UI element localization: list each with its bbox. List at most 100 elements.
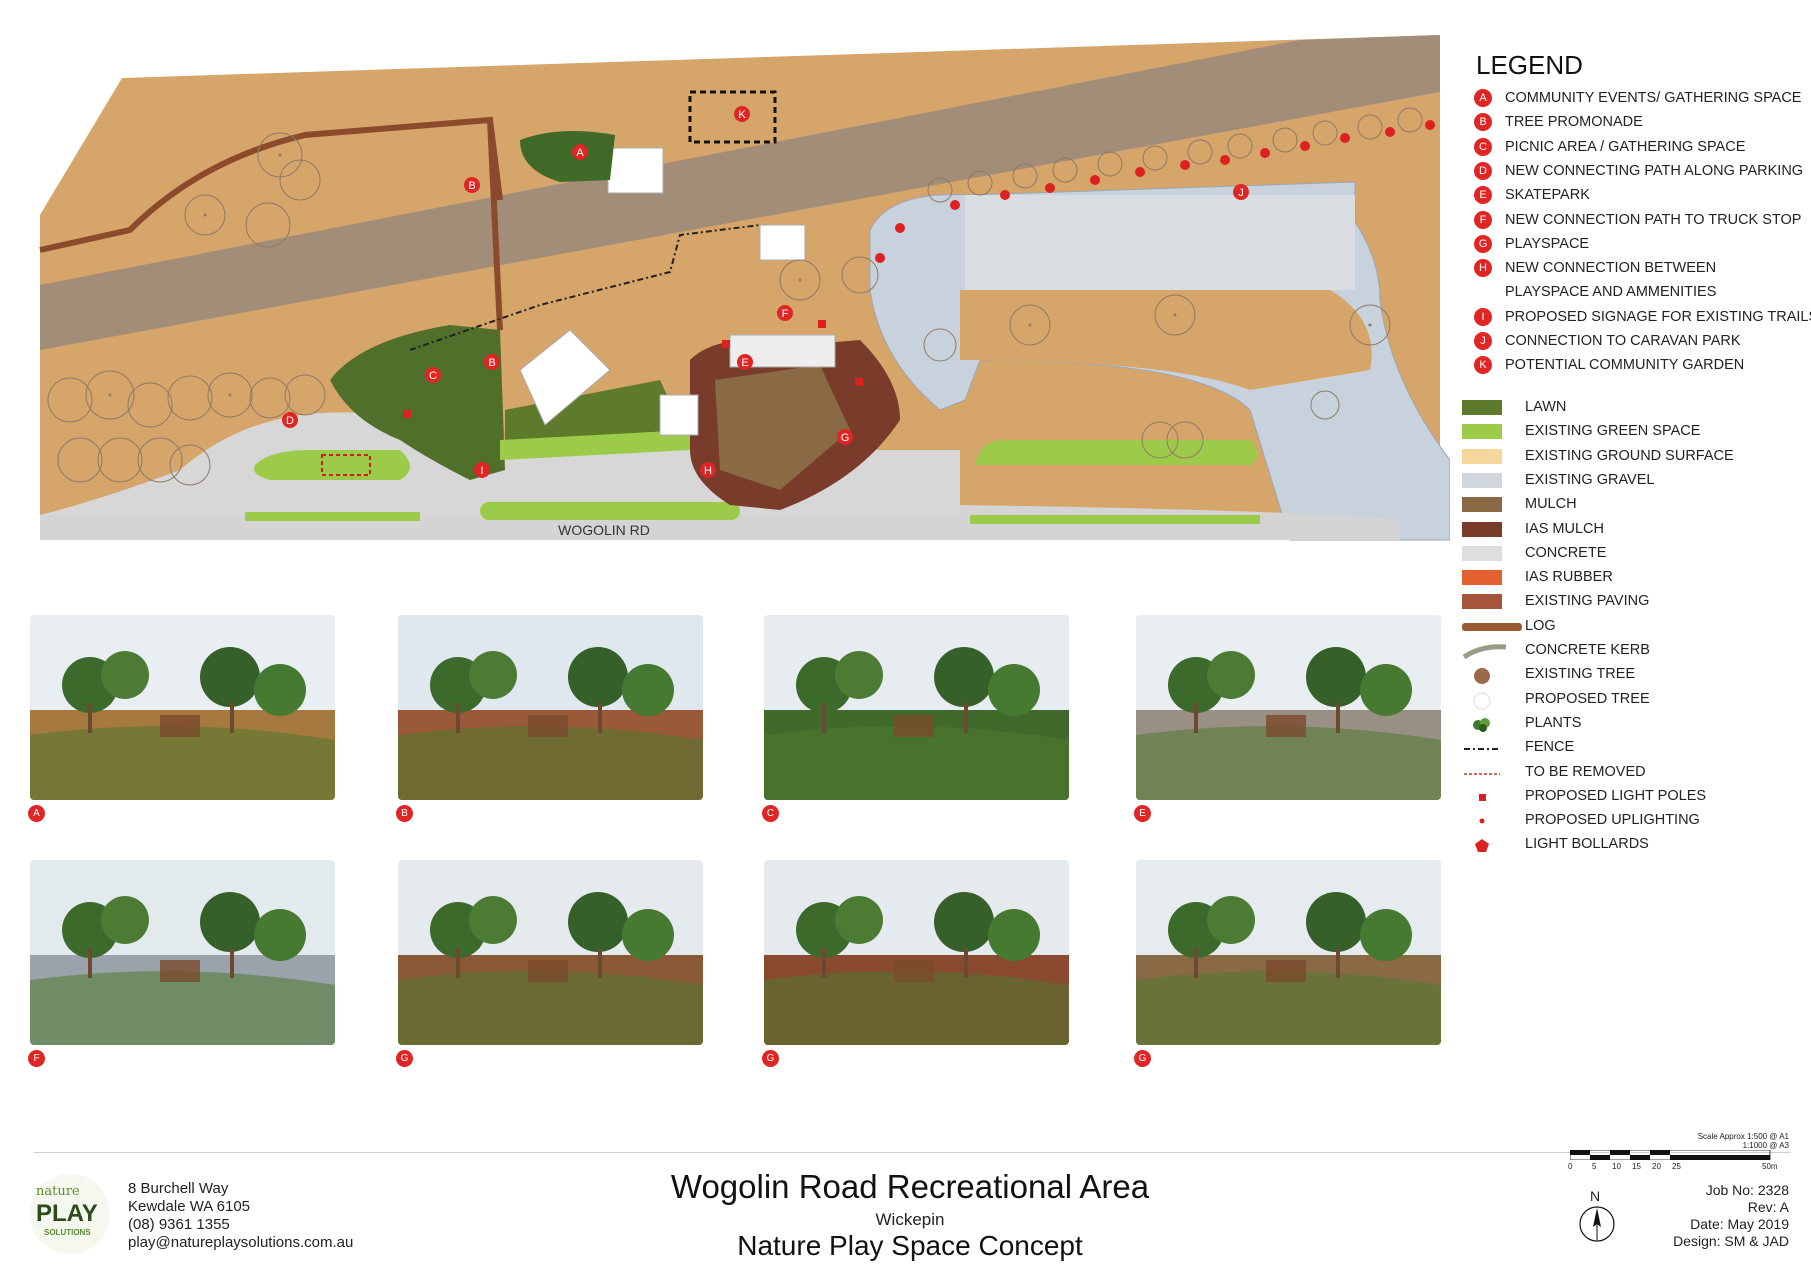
- render-g-image: [1136, 860, 1441, 1045]
- plants-icon: [1462, 716, 1502, 732]
- scale-tick-10: 10: [1612, 1162, 1621, 1171]
- legend-item-label: PROPOSED SIGNAGE FOR EXISTING TRAILS: [1505, 308, 1811, 325]
- legend-item-label: PLAYSPACE AND AMMENITIES: [1505, 284, 1717, 301]
- material-swatch: [1462, 570, 1502, 586]
- render-g-image: [398, 860, 703, 1045]
- material-label: MULCH: [1525, 496, 1577, 513]
- legend-marker-j: J: [1474, 332, 1492, 350]
- material-swatch: [1462, 545, 1502, 561]
- plan-marker-b2: B: [488, 357, 495, 369]
- legend-marker-e: E: [1474, 186, 1492, 205]
- render-b-image: [398, 615, 703, 800]
- legend-marker-k: K: [1474, 356, 1492, 375]
- existing-tree-icon: [1462, 667, 1502, 685]
- plan-marker-b: B: [468, 180, 475, 192]
- nature-play-logo: nature PLAY SOLUTIONS: [30, 1174, 110, 1254]
- material-swatch: [1462, 424, 1502, 440]
- material-label: IAS RUBBER: [1525, 569, 1613, 586]
- removed-line-icon: [1462, 765, 1502, 780]
- material-label: EXISTING TREE: [1525, 666, 1636, 683]
- designers: Design: SM & JAD: [1673, 1233, 1789, 1249]
- legend-item-label: NEW CONNECTION BETWEEN: [1505, 260, 1717, 277]
- legend-item-label: COMMUNITY EVENTS/ GATHERING SPACE: [1505, 90, 1802, 106]
- scale-note-a1: Scale Approx 1:500 @ A1: [1697, 1132, 1789, 1141]
- plan-marker-c: C: [429, 370, 437, 382]
- issue-date: Date: May 2019: [1690, 1216, 1789, 1232]
- address-email: play@natureplaysolutions.com.au: [128, 1234, 354, 1251]
- legend-marker-a: A: [1474, 89, 1492, 107]
- address-street: 8 Burchell Way: [128, 1180, 229, 1197]
- project-title: Wogolin Road Recreational Area: [670, 1168, 1150, 1205]
- material-label: EXISTING GREEN SPACE: [1525, 423, 1701, 440]
- material-swatch: [1462, 521, 1502, 537]
- material-label: IAS MULCH: [1525, 520, 1604, 537]
- kerb-swatch-icon: [1462, 643, 1507, 660]
- legend-item-label: TREE PROMONADE: [1505, 114, 1643, 131]
- material-label: PROPOSED UPLIGHTING: [1525, 812, 1700, 829]
- render-c-image: [764, 615, 1069, 800]
- legend-marker-h: H: [1474, 259, 1492, 278]
- scale-bar: [1570, 1150, 1771, 1160]
- site-plan: A B B C D E F G H I J K WOGOLIN RD: [39, 35, 1450, 541]
- legend-item-label: NEW CONNECTION PATH TO TRUCK STOP: [1505, 211, 1802, 228]
- job-number: Job No: 2328: [1705, 1182, 1789, 1198]
- legend-item-label: POTENTIAL COMMUNITY GARDEN: [1505, 357, 1745, 374]
- material-label: TO BE REMOVED: [1525, 763, 1646, 780]
- plan-marker-k: K: [738, 109, 746, 121]
- material-swatch: [1462, 400, 1502, 415]
- material-label: PROPOSED TREE: [1525, 690, 1650, 707]
- scale-tick-0: 0: [1568, 1162, 1573, 1171]
- uplighting-icon: [1462, 813, 1502, 828]
- address-suburb: Kewdale WA 6105: [128, 1198, 251, 1215]
- legend-marker-i: I: [1474, 307, 1492, 326]
- render-g-image: [764, 860, 1069, 1045]
- road-label: WOGOLIN RD: [558, 522, 650, 538]
- material-label: EXISTING GRAVEL: [1525, 471, 1655, 488]
- plan-marker-i: I: [480, 465, 483, 477]
- legend-marker-g: G: [1474, 234, 1492, 253]
- render-tag-a: A: [28, 805, 45, 822]
- render-a-image: [30, 615, 335, 800]
- material-label: LAWN: [1525, 399, 1567, 415]
- material-label: CONCRETE: [1525, 544, 1607, 561]
- plan-marker-d: D: [286, 415, 294, 427]
- scale-note-a3: 1:1000 @ A3: [1742, 1141, 1789, 1150]
- revision: Rev: A: [1747, 1199, 1789, 1215]
- scale-tick-15: 15: [1632, 1162, 1641, 1171]
- render-f-image: [30, 860, 335, 1045]
- material-label: LOG: [1525, 617, 1556, 634]
- material-label: LIGHT BOLLARDS: [1525, 836, 1649, 853]
- legend-marker-d: D: [1474, 161, 1492, 180]
- footer-divider: [34, 1152, 1791, 1153]
- legend-item-label: PLAYSPACE: [1505, 235, 1590, 252]
- render-tag-g: G: [762, 1050, 779, 1067]
- scale-tick-20: 20: [1652, 1162, 1661, 1171]
- render-tag-e: E: [1134, 805, 1151, 822]
- render-tag-f: F: [28, 1050, 45, 1067]
- render-e-image: [1136, 615, 1441, 800]
- north-arrow-icon: [1579, 1206, 1615, 1242]
- material-label: PLANTS: [1525, 714, 1582, 731]
- plan-marker-e: E: [741, 357, 748, 369]
- material-swatch: [1462, 472, 1502, 488]
- scale-tick-50: 50m: [1762, 1162, 1778, 1171]
- render-tag-c: C: [762, 805, 779, 822]
- light-bollard-icon: [1462, 837, 1502, 853]
- material-label: CONCRETE KERB: [1525, 642, 1650, 658]
- legend-marker-c: C: [1474, 137, 1492, 156]
- plan-marker-f: F: [782, 308, 789, 320]
- legend-item-label: NEW CONNECTING PATH ALONG PARKING: [1505, 162, 1804, 179]
- legend-item-label: SKATEPARK: [1505, 187, 1590, 204]
- scale-tick-5: 5: [1592, 1162, 1597, 1171]
- material-label: PROPOSED LIGHT POLES: [1525, 787, 1707, 804]
- address-phone: (08) 9361 1355: [128, 1216, 230, 1233]
- legend-marker-b: B: [1474, 113, 1492, 132]
- project-location: Wickepin: [875, 1210, 945, 1229]
- log-swatch: [1462, 622, 1522, 631]
- light-pole-icon: [1462, 789, 1502, 804]
- render-tag-b: B: [396, 805, 413, 822]
- render-tag-g: G: [1134, 1050, 1151, 1067]
- proposed-tree-icon: [1462, 692, 1502, 710]
- plan-marker-a: A: [576, 147, 584, 159]
- legend-marker-f: F: [1474, 210, 1492, 229]
